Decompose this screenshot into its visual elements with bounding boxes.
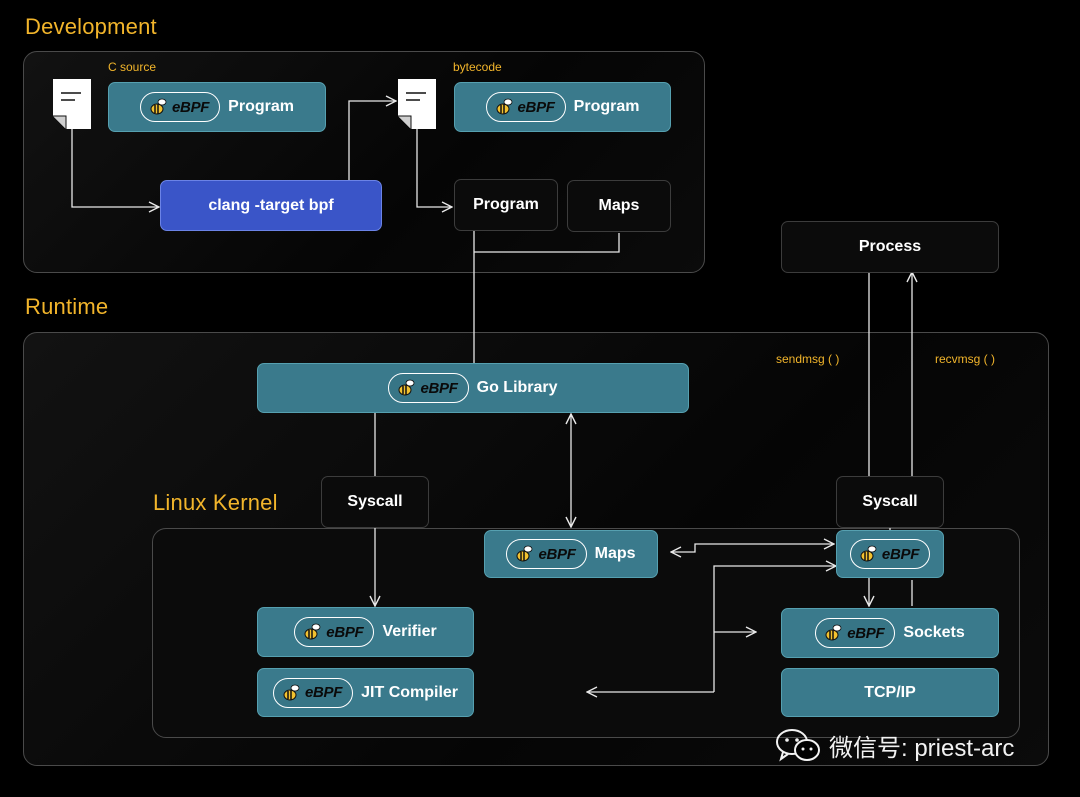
bee-logo-icon <box>516 545 533 562</box>
ebpf-logo-text: eBPF <box>517 98 555 116</box>
bee-logo-icon <box>496 98 512 115</box>
sendmsg-label: sendmsg ( ) <box>776 352 840 366</box>
wechat-icon <box>776 729 820 762</box>
jit-compiler-box[interactable]: eBPF JIT Compiler <box>257 668 474 717</box>
syscall-right-box[interactable]: Syscall <box>836 476 944 528</box>
bytecode-program-box[interactable]: eBPF Program <box>454 82 671 132</box>
ebpf-logo: eBPF <box>815 618 896 648</box>
box-label: Program <box>573 98 640 115</box>
bee-logo-icon <box>860 545 877 562</box>
c-source-program-box[interactable]: eBPF Program <box>108 82 326 132</box>
bee-logo-icon <box>825 624 842 641</box>
bee-logo-icon <box>283 684 300 700</box>
box-label: Verifier <box>382 623 437 640</box>
ebpf-logo-text: eBPF <box>304 684 343 701</box>
ebpf-logo-text: eBPF <box>326 623 364 641</box>
document-icon <box>53 79 91 129</box>
watermark: 微信号: priest-arc <box>775 727 1014 763</box>
ebpf-logo: eBPF <box>506 539 587 569</box>
ebpf-hook-box[interactable]: eBPF <box>836 530 944 578</box>
ebpf-logo: eBPF <box>849 539 931 569</box>
box-label: Maps <box>594 545 636 562</box>
bee-logo-icon <box>398 379 415 396</box>
development-title: Development <box>25 14 157 39</box>
ebpf-logo: eBPF <box>272 677 354 708</box>
box-label: Program <box>228 98 294 115</box>
kernel-title: Linux Kernel <box>153 490 278 515</box>
tcpip-box[interactable]: TCP/IP <box>781 668 999 717</box>
watermark-text: 微信号: priest-arc <box>829 734 1015 762</box>
ebpf-logo-text: eBPF <box>538 545 576 563</box>
syscall-left-box[interactable]: Syscall <box>321 476 429 528</box>
program-box[interactable]: Program <box>454 179 558 231</box>
ebpf-logo-text: eBPF <box>847 624 885 642</box>
verifier-box[interactable]: eBPF Verifier <box>257 607 474 657</box>
box-label: Sockets <box>903 624 965 641</box>
kernel-maps-box[interactable]: eBPF Maps <box>484 530 658 578</box>
ebpf-logo: eBPF <box>294 617 375 647</box>
ebpf-logo: eBPF <box>485 92 566 122</box>
box-label: JIT Compiler <box>361 683 459 701</box>
document-icon <box>398 79 436 129</box>
ebpf-logo: eBPF <box>140 92 221 122</box>
box-label: Go Library <box>476 379 558 396</box>
recvmsg-label: recvmsg ( ) <box>935 352 995 366</box>
ebpf-logo-text: eBPF <box>172 98 210 116</box>
process-box[interactable]: Process <box>781 221 999 273</box>
ebpf-logo-text: eBPF <box>420 379 458 397</box>
ebpf-logo: eBPF <box>388 373 469 403</box>
runtime-title: Runtime <box>25 294 109 319</box>
sockets-box[interactable]: eBPF Sockets <box>781 608 999 658</box>
ebpf-logo-text: eBPF <box>881 545 920 563</box>
bytecode-label: bytecode <box>453 60 502 74</box>
bee-logo-icon <box>150 98 167 115</box>
clang-compiler-box[interactable]: clang -target bpf <box>160 180 382 231</box>
bee-logo-icon <box>304 623 321 640</box>
go-library-box[interactable]: eBPF Go Library <box>257 363 689 413</box>
maps-box[interactable]: Maps <box>567 180 671 232</box>
c-source-label: C source <box>108 60 157 74</box>
